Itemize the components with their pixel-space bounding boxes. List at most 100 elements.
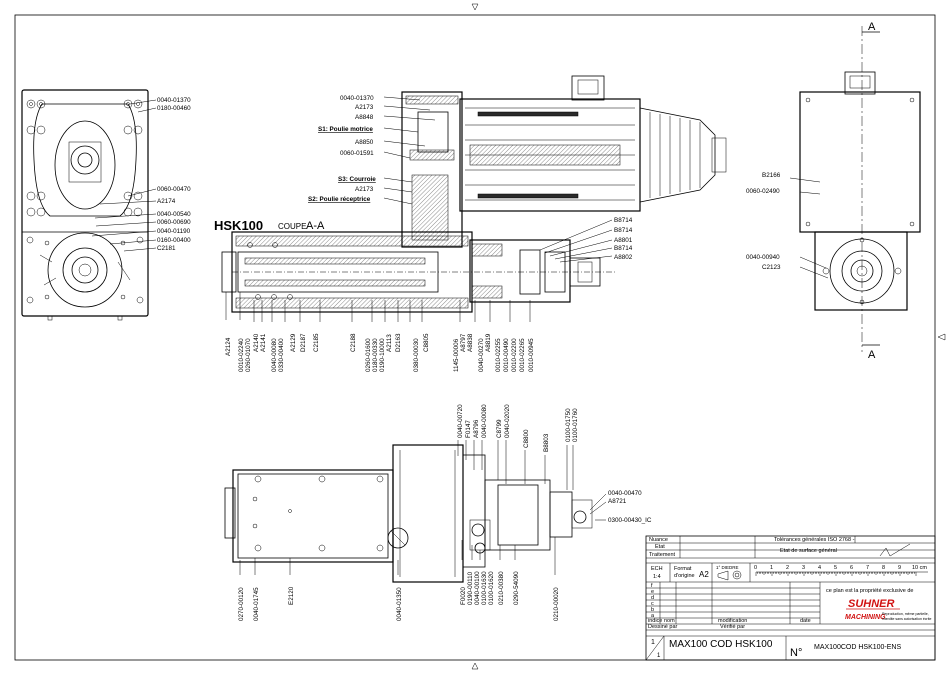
svg-text:A2: A2 <box>699 570 709 579</box>
side-view-callouts: B2166 0060-02490 0040-00940 C2123 <box>746 172 781 271</box>
svg-text:A8838: A8838 <box>467 333 474 352</box>
svg-text:0210-00020: 0210-00020 <box>553 587 560 621</box>
svg-text:0: 0 <box>754 565 757 571</box>
bottom-view-lower-callouts: 0270-00120 0040-01745 E2120 0040-01350 F… <box>238 571 560 621</box>
svg-text:F0020: F0020 <box>460 587 467 605</box>
svg-text:Etat de surface général: Etat de surface général <box>780 548 837 554</box>
svg-text:Reproduction, même partielle,: Reproduction, même partielle, <box>882 612 929 616</box>
svg-text:0010-02265: 0010-02265 <box>519 338 526 372</box>
svg-text:A2124: A2124 <box>225 337 232 356</box>
svg-text:0040-02020: 0040-02020 <box>504 404 511 438</box>
svg-text:S1: Poulie motrice: S1: Poulie motrice <box>318 126 373 133</box>
svg-text:8: 8 <box>882 565 885 571</box>
front-view <box>21 89 157 321</box>
svg-text:B8714: B8714 <box>614 227 633 234</box>
svg-text:COUPE: COUPE <box>278 222 306 231</box>
svg-text:A2129: A2129 <box>290 333 297 352</box>
svg-text:2: 2 <box>786 565 789 571</box>
svg-text:0040-00470: 0040-00470 <box>608 490 642 497</box>
svg-text:0100-01760: 0100-01760 <box>572 408 579 442</box>
svg-text:Etat: Etat <box>655 544 665 550</box>
svg-text:Traitement: Traitement <box>649 552 676 558</box>
svg-text:HSK100: HSK100 <box>214 218 263 233</box>
svg-text:1145-00006: 1145-00006 <box>453 338 460 372</box>
svg-text:6: 6 <box>850 565 853 571</box>
svg-text:1:4: 1:4 <box>653 574 661 580</box>
svg-text:0300-00430_IC: 0300-00430_IC <box>608 517 652 524</box>
svg-text:0100-01630: 0100-01630 <box>481 571 488 605</box>
svg-text:F0147: F0147 <box>465 420 472 438</box>
svg-text:A8850: A8850 <box>355 139 374 146</box>
svg-text:0060-02490: 0060-02490 <box>746 188 780 195</box>
svg-text:date: date <box>800 618 811 624</box>
svg-text:0060-00470: 0060-00470 <box>157 186 191 193</box>
svg-text:A8848: A8848 <box>355 114 374 121</box>
svg-text:0380-00030: 0380-00030 <box>413 338 420 372</box>
svg-text:C8805: C8805 <box>423 333 430 352</box>
svg-text:0040-00100: 0040-00100 <box>474 571 481 605</box>
svg-text:f: f <box>651 583 653 589</box>
bottom-view-top-callouts: 0040-00720 F0147 A8796 0040-00080 C8799 … <box>457 404 579 452</box>
svg-text:d: d <box>651 595 654 601</box>
svg-text:0040-01350: 0040-01350 <box>396 587 403 621</box>
section-right-callouts: B8714 B8714 A8801 B8714 A8802 <box>614 217 633 261</box>
svg-text:interdite sans autorisation éc: interdite sans autorisation écrite <box>882 617 931 621</box>
svg-text:4: 4 <box>818 565 821 571</box>
svg-text:Tolérances générales ISO 2768: Tolérances générales ISO 2768 - <box>774 537 855 543</box>
svg-text:c: c <box>651 601 654 607</box>
svg-text:modification: modification <box>718 618 747 624</box>
svg-text:MAX100 COD HSK100: MAX100 COD HSK100 <box>669 639 773 650</box>
bottom-view <box>224 440 607 583</box>
svg-text:A8797: A8797 <box>460 333 467 352</box>
svg-text:0010-00945: 0010-00945 <box>528 338 535 372</box>
section-view <box>221 75 727 322</box>
svg-text:nom: nom <box>664 618 675 624</box>
svg-text:d'origine: d'origine <box>674 573 695 579</box>
title-block: Nuance Etat Traitement Tolérances généra… <box>645 535 936 661</box>
svg-text:B2166: B2166 <box>762 172 781 179</box>
section-bottom-callouts: A2124 0010-02240 0260-01070 A2140 A2141 … <box>225 333 535 372</box>
section-marker-top: A <box>868 21 876 33</box>
svg-text:0060-01591: 0060-01591 <box>340 150 374 157</box>
section-marker-bottom: A <box>868 349 876 361</box>
svg-text:e: e <box>651 589 654 595</box>
svg-text:0040-00270: 0040-00270 <box>478 338 485 372</box>
svg-text:0040-00540: 0040-00540 <box>157 211 191 218</box>
bottom-view-right-callouts: 0040-00470 A8721 0300-00430_IC <box>608 490 652 524</box>
svg-text:a: a <box>651 613 655 619</box>
svg-text:0040-00080: 0040-00080 <box>481 404 488 438</box>
svg-text:S3: Courroie: S3: Courroie <box>338 176 376 183</box>
svg-text:Dessiné par: Dessiné par <box>648 624 678 630</box>
svg-text:indice: indice <box>648 618 662 624</box>
svg-text:0260-01070: 0260-01070 <box>245 338 252 372</box>
svg-text:0040-01370: 0040-01370 <box>157 97 191 104</box>
front-view-callouts: 0040-01370 0180-00460 0060-00470 A2174 0… <box>157 97 191 252</box>
svg-text:C8799: C8799 <box>496 419 503 438</box>
svg-text:5: 5 <box>834 565 837 571</box>
svg-text:1° DIEDRE: 1° DIEDRE <box>716 565 739 570</box>
svg-text:1: 1 <box>770 565 773 571</box>
svg-text:0040-01190: 0040-01190 <box>157 228 191 235</box>
svg-text:B8803: B8803 <box>543 433 550 452</box>
svg-text:Format: Format <box>674 566 692 572</box>
svg-text:0040-01745: 0040-01745 <box>253 587 260 621</box>
svg-text:A8802: A8802 <box>614 254 633 261</box>
svg-text:ce plan est la propriété exclu: ce plan est la propriété exclusive de <box>826 588 913 594</box>
svg-text:A8721: A8721 <box>608 498 627 505</box>
svg-text:0100-01620: 0100-01620 <box>488 571 495 605</box>
svg-text:0040-00720: 0040-00720 <box>457 404 464 438</box>
svg-text:0290-54090: 0290-54090 <box>513 571 520 605</box>
svg-text:1: 1 <box>657 653 661 659</box>
svg-text:0040-00080: 0040-00080 <box>271 338 278 372</box>
svg-text:A8819: A8819 <box>485 333 492 352</box>
svg-text:0060-00690: 0060-00690 <box>157 219 191 226</box>
svg-text:C2123: C2123 <box>762 264 781 271</box>
svg-text:B8714: B8714 <box>614 217 633 224</box>
svg-text:7: 7 <box>866 565 869 571</box>
svg-text:A2174: A2174 <box>157 198 176 205</box>
svg-text:b: b <box>651 607 654 613</box>
svg-text:C8800: C8800 <box>523 429 530 448</box>
svg-text:0010-02255: 0010-02255 <box>495 338 502 372</box>
svg-text:SUHNER: SUHNER <box>848 598 895 610</box>
